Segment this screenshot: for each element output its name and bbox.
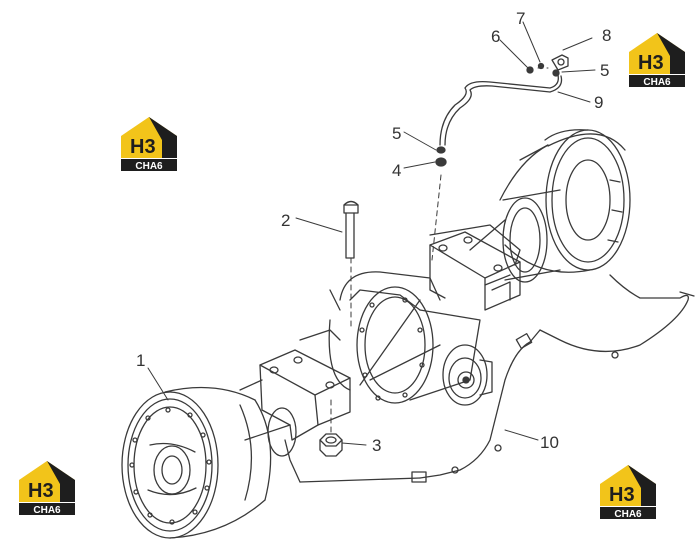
callout-4: 4 xyxy=(392,161,401,180)
logo-letters: H3 xyxy=(609,484,635,506)
brand-logo-watermark: H3 CHA6 xyxy=(626,30,688,88)
logo-subtext: CHA6 xyxy=(643,77,671,88)
callout-1: 1 xyxy=(136,351,145,370)
leader-lines xyxy=(147,21,596,446)
breather-axis xyxy=(431,174,442,261)
callout-9: 9 xyxy=(594,93,603,112)
logo-letters: H3 xyxy=(638,52,664,74)
callout-6: 6 xyxy=(491,27,500,46)
u-bolt xyxy=(343,200,359,259)
callout-8: 8 xyxy=(602,26,611,45)
callout-7: 7 xyxy=(516,9,525,28)
callout-3: 3 xyxy=(372,436,381,455)
callout-5-lower: 5 xyxy=(392,124,401,143)
callout-labels: 1 2 3 4 5 5 6 7 8 9 10 xyxy=(136,9,611,455)
brand-logo-watermark: H3 CHA6 xyxy=(118,114,180,172)
nut xyxy=(319,433,343,457)
left-wheel-hub xyxy=(121,386,297,539)
logo-subtext: CHA6 xyxy=(135,161,163,172)
fittings xyxy=(435,54,569,167)
brand-logo-watermark: H3 CHA6 xyxy=(597,462,659,520)
axle-housing-right xyxy=(429,219,521,286)
right-spring-seat xyxy=(429,231,521,311)
logo-subtext: CHA6 xyxy=(33,505,61,516)
logo-letters: H3 xyxy=(28,480,54,502)
callout-10: 10 xyxy=(540,433,559,452)
differential-housing xyxy=(328,271,493,406)
breather-tube xyxy=(439,74,563,146)
callout-2: 2 xyxy=(281,211,290,230)
logo-letters: H3 xyxy=(130,136,156,158)
logo-subtext: CHA6 xyxy=(614,509,642,520)
brake-line xyxy=(284,274,695,483)
callout-5-upper: 5 xyxy=(600,61,609,80)
brand-logo-watermark: H3 CHA6 xyxy=(16,458,78,516)
right-wheel-hub xyxy=(499,129,631,283)
left-spring-seat xyxy=(259,329,351,441)
